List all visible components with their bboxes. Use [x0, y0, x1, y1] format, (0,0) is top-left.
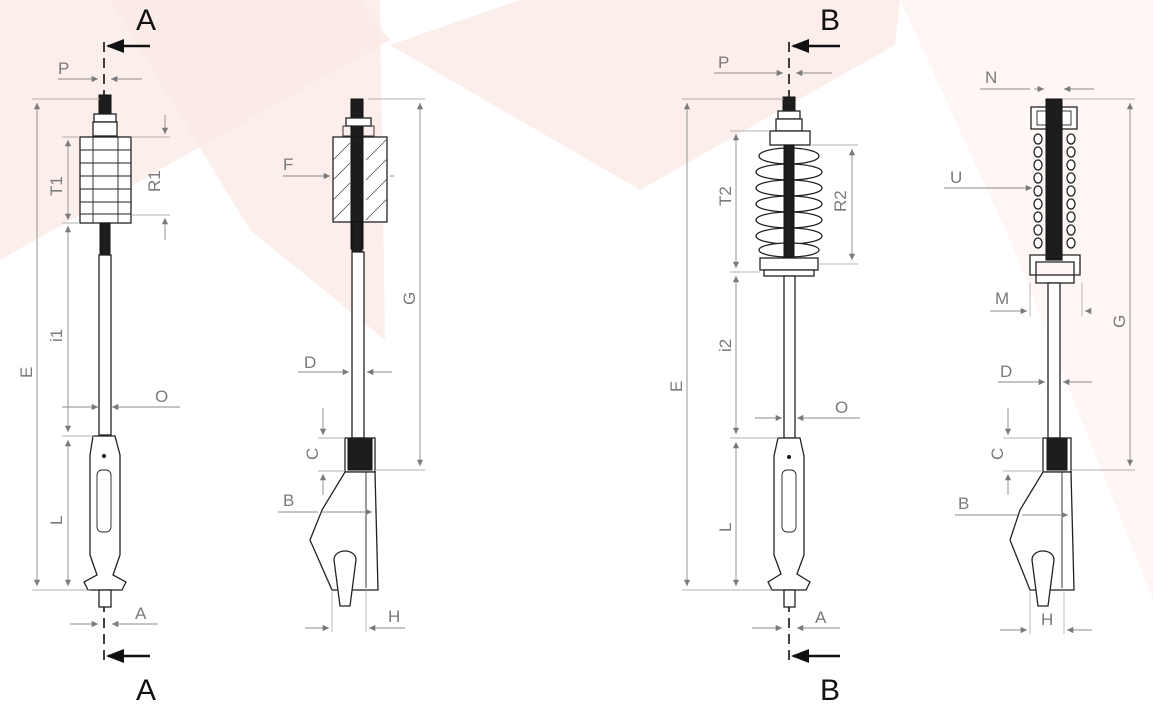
dim-d: D [304, 353, 316, 372]
dim-g-4: G [1110, 315, 1129, 328]
dim-p: P [58, 59, 69, 78]
dim-h-4: H [1041, 610, 1053, 629]
dim-c-4: C [988, 448, 1007, 460]
dim-p-3: P [718, 53, 729, 72]
dim-o: O [155, 387, 168, 406]
dim-o-3: O [835, 398, 848, 417]
dim-b-4: B [958, 494, 969, 513]
dim-m: M [995, 289, 1009, 308]
dim-u: U [950, 168, 962, 187]
dim-a-3: A [815, 608, 827, 627]
dim-b: B [283, 491, 294, 510]
dim-e: E [17, 367, 36, 378]
dim-t2: T2 [716, 186, 735, 206]
dim-l-3: L [716, 523, 735, 532]
dim-n: N [985, 68, 997, 87]
dim-r1: R1 [145, 170, 164, 192]
dim-f: F [283, 155, 293, 174]
view-1-front-a: A A P E T1 R1 i1 O L [17, 4, 180, 707]
view-2-section-a: F G D C B H [278, 98, 425, 632]
dim-g: G [400, 292, 419, 305]
dim-d-4: D [1000, 362, 1012, 381]
dim-h: H [388, 607, 400, 626]
dim-a: A [135, 604, 147, 623]
dim-t1: T1 [47, 176, 66, 196]
dim-c: C [303, 448, 322, 460]
view-4-section-b: N G U M D C B H [944, 68, 1135, 634]
section-label-b-top: B [820, 4, 840, 37]
section-label-a-bottom: A [136, 674, 156, 707]
view-3-front-b: B B P E T2 R2 i2 O L A [667, 4, 860, 707]
dim-i1: i1 [47, 329, 66, 342]
dim-i2: i2 [716, 339, 735, 352]
background-shapes [0, 0, 900, 340]
dim-e-3: E [667, 381, 686, 392]
dim-l: L [47, 516, 66, 525]
dim-r2: R2 [831, 190, 850, 212]
section-label-a-top: A [136, 4, 156, 37]
section-label-b-bottom: B [820, 674, 840, 707]
